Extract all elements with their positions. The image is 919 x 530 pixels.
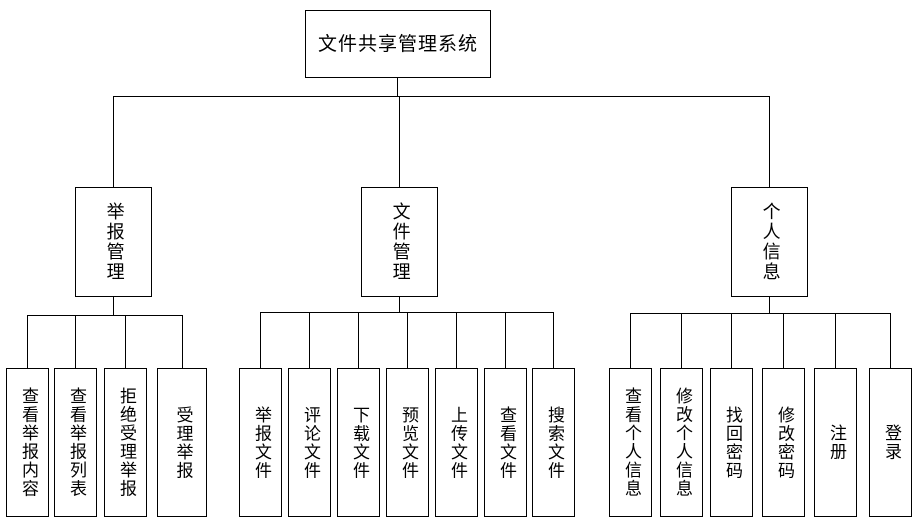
leaf-node-label: 预览文件 xyxy=(398,405,419,480)
leaf-drop-connector-2-7 xyxy=(553,312,554,368)
leaf-node-label: 找回密码 xyxy=(722,405,743,480)
leaf-node-label: 查看文件 xyxy=(496,405,517,480)
leaf-node-label: 下载文件 xyxy=(349,405,370,480)
root-stem-connector xyxy=(397,78,398,96)
leaf-node-view-report-content[interactable]: 查看举报内容 xyxy=(6,368,49,517)
branch-1-stem-connector xyxy=(113,297,114,315)
leaf-drop-connector-1-2 xyxy=(75,315,76,368)
leaf-node-view-personal-info[interactable]: 查看个人信息 xyxy=(609,368,652,517)
leaf-drop-connector-1-1 xyxy=(27,315,28,368)
branch-2-bus-connector xyxy=(260,312,553,313)
branch-node-label: 文件管理 xyxy=(389,202,411,282)
leaf-node-label: 查看举报内容 xyxy=(18,387,39,498)
leaf-drop-connector-3-6 xyxy=(890,313,891,368)
leaf-node-reject-report[interactable]: 拒绝受理举报 xyxy=(104,368,147,517)
leaf-node-view-report-list[interactable]: 查看举报列表 xyxy=(54,368,97,517)
leaf-node-download-file[interactable]: 下载文件 xyxy=(337,368,380,517)
leaf-node-label: 查看个人信息 xyxy=(621,387,642,498)
leaf-node-label: 拒绝受理举报 xyxy=(116,387,137,498)
root-node[interactable]: 文件共享管理系统 xyxy=(305,10,491,78)
branch-drop-connector-2 xyxy=(399,96,400,187)
leaf-node-label: 举报文件 xyxy=(251,405,272,480)
leaf-drop-connector-3-1 xyxy=(630,313,631,368)
leaf-drop-connector-3-3 xyxy=(731,313,732,368)
leaf-drop-connector-2-5 xyxy=(456,312,457,368)
branch-3-stem-connector xyxy=(769,297,770,313)
leaf-node-preview-file[interactable]: 预览文件 xyxy=(386,368,429,517)
leaf-drop-connector-2-6 xyxy=(505,312,506,368)
leaf-drop-connector-2-2 xyxy=(309,312,310,368)
branch-drop-connector-1 xyxy=(113,96,114,187)
branch-2-stem-connector xyxy=(399,297,400,312)
leaf-node-search-file[interactable]: 搜索文件 xyxy=(532,368,575,517)
leaf-drop-connector-2-3 xyxy=(358,312,359,368)
leaf-drop-connector-1-3 xyxy=(125,315,126,368)
leaf-drop-connector-3-4 xyxy=(783,313,784,368)
root-node-label: 文件共享管理系统 xyxy=(317,32,478,55)
branch-node-file-management[interactable]: 文件管理 xyxy=(361,187,438,297)
leaf-node-retrieve-password[interactable]: 找回密码 xyxy=(710,368,753,517)
leaf-node-accept-report[interactable]: 受理举报 xyxy=(157,368,207,517)
leaf-node-upload-file[interactable]: 上传文件 xyxy=(435,368,478,517)
leaf-drop-connector-2-1 xyxy=(260,312,261,368)
branch-node-report-management[interactable]: 举报管理 xyxy=(75,187,152,297)
root-bus-connector xyxy=(113,96,770,97)
leaf-node-label: 查看举报列表 xyxy=(66,387,87,498)
branch-node-label: 个人信息 xyxy=(759,202,781,282)
branch-3-bus-connector xyxy=(630,313,890,314)
leaf-node-login[interactable]: 登录 xyxy=(869,368,912,517)
branch-node-personal-information[interactable]: 个人信息 xyxy=(731,187,808,297)
leaf-node-label: 登录 xyxy=(881,424,902,461)
leaf-node-label: 评论文件 xyxy=(300,405,321,480)
leaf-node-label: 搜索文件 xyxy=(544,405,565,480)
branch-drop-connector-3 xyxy=(769,96,770,187)
leaf-node-label: 注册 xyxy=(826,424,847,461)
leaf-node-edit-personal-info[interactable]: 修改个人信息 xyxy=(660,368,703,517)
leaf-drop-connector-3-5 xyxy=(835,313,836,368)
leaf-node-register[interactable]: 注册 xyxy=(814,368,857,517)
leaf-drop-connector-3-2 xyxy=(681,313,682,368)
leaf-node-change-password[interactable]: 修改密码 xyxy=(762,368,805,517)
leaf-node-comment-file[interactable]: 评论文件 xyxy=(288,368,331,517)
leaf-node-label: 上传文件 xyxy=(447,405,468,480)
leaf-node-label: 受理举报 xyxy=(172,405,193,480)
leaf-node-label: 修改个人信息 xyxy=(672,387,693,498)
branch-node-label: 举报管理 xyxy=(103,202,125,282)
leaf-node-label: 修改密码 xyxy=(774,405,795,480)
branch-1-bus-connector xyxy=(27,315,182,316)
leaf-node-report-file[interactable]: 举报文件 xyxy=(239,368,282,517)
leaf-drop-connector-2-4 xyxy=(407,312,408,368)
leaf-drop-connector-1-4 xyxy=(182,315,183,368)
leaf-node-view-file[interactable]: 查看文件 xyxy=(484,368,527,517)
